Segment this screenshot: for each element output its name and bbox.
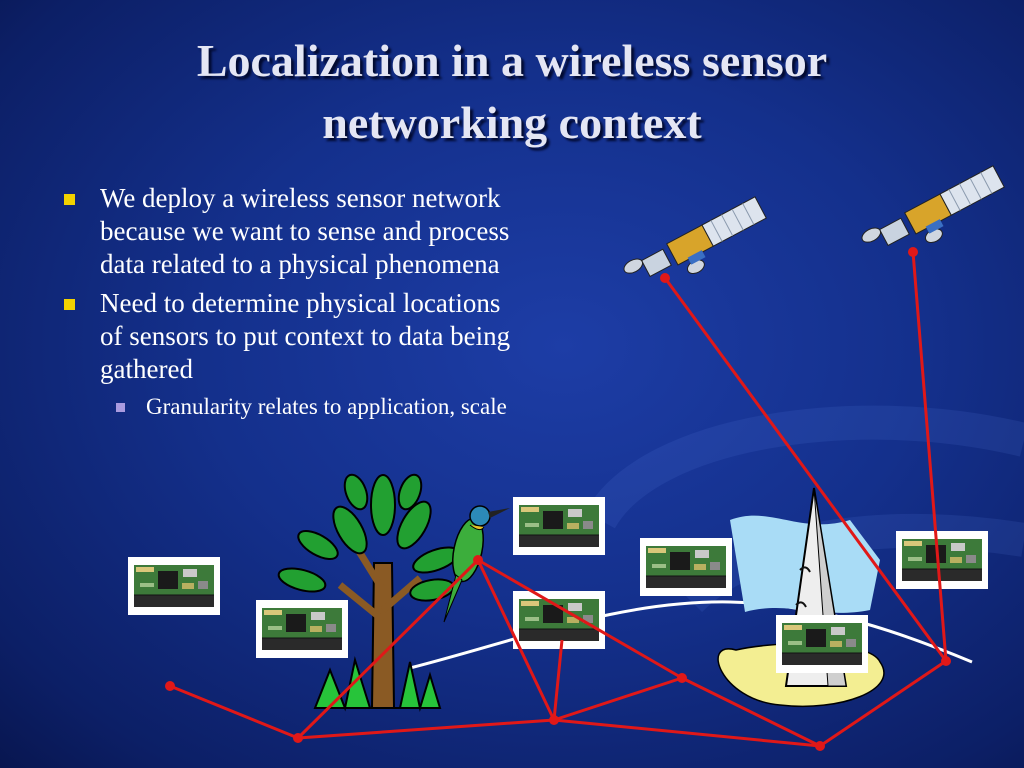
ground-line — [409, 600, 973, 670]
sensor-mote-icon — [255, 599, 349, 659]
bullet-item: Need to determine physical locations of … — [60, 287, 640, 386]
sensor-mote-icon — [895, 530, 989, 590]
sensor-mote-icon — [127, 556, 221, 616]
bullet-line: data related to a physical phenomena — [100, 249, 500, 279]
title-line-2: networking context — [322, 97, 702, 148]
bullet-item: We deploy a wireless sensor network beca… — [60, 182, 640, 281]
bullet-line: Need to determine physical locations — [100, 288, 501, 318]
tree-icon — [277, 473, 460, 712]
network-links — [169, 251, 948, 748]
satellite-icon — [861, 165, 1005, 247]
bullet-line: We deploy a wireless sensor network — [100, 183, 501, 213]
bullet-marker — [64, 299, 75, 310]
sub-bullet-text: Granularity relates to application, scal… — [146, 394, 507, 419]
page-title: Localization in a wireless sensor networ… — [0, 30, 1024, 154]
sub-bullet-item: Granularity relates to application, scal… — [60, 392, 640, 422]
sub-bullet-marker — [116, 403, 125, 412]
title-line-1: Localization in a wireless sensor — [196, 35, 828, 86]
satellite-icon — [623, 196, 767, 278]
sensor-mote-icon — [512, 496, 606, 556]
bullet-list: We deploy a wireless sensor network beca… — [60, 182, 640, 422]
sensor-mote-icon — [639, 537, 733, 597]
sensor-mote-icon — [775, 614, 869, 674]
network-nodes — [165, 247, 951, 751]
sensor-mote-icon — [512, 590, 606, 650]
bullet-line: because we want to sense and process — [100, 216, 510, 246]
bullet-marker — [64, 194, 75, 205]
bullet-line: gathered — [100, 354, 193, 384]
bullet-line: of sensors to put context to data being — [100, 321, 511, 351]
